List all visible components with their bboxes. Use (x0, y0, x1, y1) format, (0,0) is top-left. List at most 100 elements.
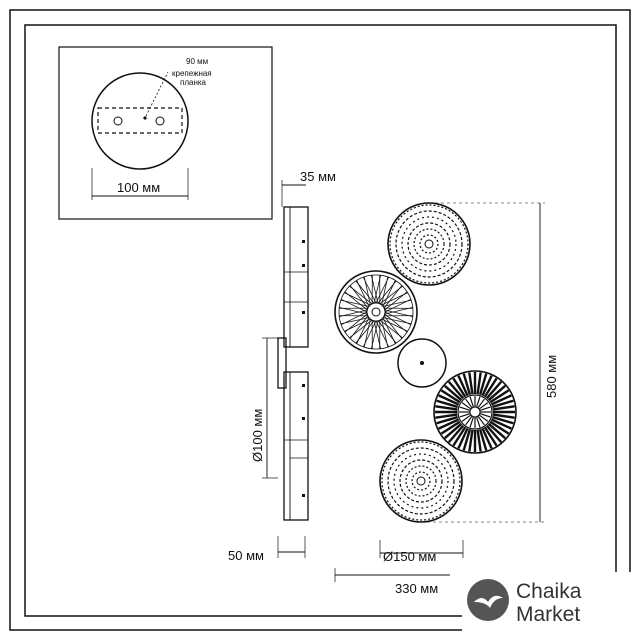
plate-width-label: 90 мм (186, 57, 208, 66)
disc-pattern-stroke (436, 415, 459, 425)
plate-leader-line (145, 71, 169, 117)
disc-pattern-stroke (384, 291, 408, 311)
plate-hole-right (155, 116, 165, 126)
disc-pattern-stroke (438, 394, 460, 406)
disc-pattern-stroke (459, 412, 471, 418)
disc-pattern-stroke (490, 394, 512, 406)
disc-pattern-stroke (382, 317, 412, 325)
disc-pattern-stroke (468, 372, 474, 395)
disc-pattern-stroke (476, 429, 482, 452)
disc-pattern-stroke (356, 317, 370, 344)
disc-pattern-stroke (362, 277, 377, 304)
disc-plain-center (397, 338, 447, 388)
disc-pattern-stroke (457, 427, 469, 449)
disc-pattern-stroke (447, 380, 465, 400)
plate-name-line2: планка (180, 78, 207, 87)
disc-pattern-stroke (475, 416, 481, 428)
disc-pattern-stroke (479, 412, 491, 418)
disc-pattern-stroke (383, 285, 403, 309)
side-view: 35 мм Ø100 мм 50 мм (228, 169, 336, 563)
plate-center-dot (143, 116, 147, 120)
outer-frame (9, 9, 631, 631)
disc-pattern-stroke (363, 318, 371, 348)
disc-pattern-stroke (475, 396, 481, 408)
disc-pattern-stroke (440, 420, 461, 435)
disc-pattern-stroke (344, 313, 368, 333)
disc-dense-radial (433, 370, 517, 454)
disc-pattern-stroke (481, 375, 493, 397)
disc-pattern-stroke (443, 422, 463, 440)
disc-pattern-stroke (478, 373, 488, 396)
disc-pattern-stroke (461, 414, 472, 422)
disc-pattern-stroke (370, 275, 379, 304)
disc-pattern-stroke (485, 424, 503, 444)
canopy-circle (91, 72, 189, 170)
disc-pattern-stroke (459, 406, 471, 412)
disc-pattern-stroke (381, 318, 408, 332)
canopy-diameter-label: Ø100 мм (250, 409, 265, 462)
watermark-text: Chaika Market (516, 580, 581, 626)
disc-pattern-stroke (435, 413, 458, 419)
disc-pattern-stroke (447, 424, 465, 444)
mounting-inset-box (58, 46, 273, 220)
disc-pattern-stroke (349, 285, 373, 305)
disc-pattern-stroke (452, 377, 467, 398)
disc-pattern-stroke (382, 280, 396, 307)
disc-pattern-stroke (435, 405, 458, 411)
disc-pattern-stroke (476, 372, 482, 395)
disc-pattern-stroke (440, 389, 461, 404)
disc-pattern-stroke (465, 398, 473, 409)
watermark-badge: Chaika Market (462, 572, 640, 640)
disc-pattern-stroke (487, 384, 507, 402)
disc-pattern-stroke (478, 414, 489, 422)
side-segment-lines (284, 271, 308, 459)
disc-pattern-stroke (469, 416, 475, 428)
front-view: 580 мм Ø150 мм 330 мм (334, 202, 559, 596)
disc-pattern-stroke (489, 420, 510, 435)
disc-pattern-stroke (492, 405, 515, 411)
side-canopy (277, 337, 287, 389)
disc-pattern-stroke (477, 398, 485, 409)
disc-mesh-top (387, 202, 471, 286)
disc-pattern-stroke (462, 373, 472, 396)
disc-pattern-stroke (436, 399, 459, 409)
disc-pattern-stroke (468, 429, 474, 452)
disc-pattern-stroke (384, 306, 413, 315)
disc-pattern-stroke (489, 389, 510, 404)
disc-pattern-stroke (485, 380, 503, 400)
disc-pattern-stroke (462, 428, 472, 451)
disc-pattern-stroke (339, 309, 368, 318)
disc-pattern-stroke (381, 276, 389, 306)
disc-mesh-bottom (379, 439, 463, 523)
disc-pattern-stroke (477, 415, 485, 426)
disc-pattern-stroke (481, 427, 493, 449)
mounting-plate (97, 107, 183, 134)
plate-hole-left (113, 116, 123, 126)
depth-label: 35 мм (300, 169, 336, 184)
disc-pattern-stroke (349, 315, 369, 339)
side-body-top (283, 206, 309, 348)
disc-pattern-stroke (491, 399, 514, 409)
disc-pattern-stroke (490, 418, 512, 430)
disc-pattern-stroke (479, 406, 491, 412)
disc-pattern-stroke (373, 320, 382, 349)
disc-pattern-stroke (487, 422, 507, 440)
disc-pattern-stroke (457, 375, 469, 397)
disc-pattern-stroke (341, 311, 368, 326)
watermark-line2: Market (516, 603, 581, 626)
disc-pattern-stroke (483, 426, 498, 447)
disc-pattern-stroke (438, 418, 460, 430)
disc-pattern-stroke (379, 319, 403, 339)
base-width-label: 50 мм (228, 548, 264, 563)
plate-name-line1: крепежная (172, 69, 212, 78)
disc-pattern-stroke (469, 396, 475, 408)
disc-pattern-stroke (465, 415, 473, 426)
disc-pattern-stroke (478, 428, 488, 451)
side-screw-dots (302, 240, 305, 497)
height-label: 580 мм (544, 355, 559, 398)
disc-pattern-stroke (478, 402, 489, 410)
disc-pattern-stroke (452, 426, 467, 447)
disc-pattern-stroke (355, 280, 375, 304)
disc-pattern-stroke (377, 320, 397, 344)
